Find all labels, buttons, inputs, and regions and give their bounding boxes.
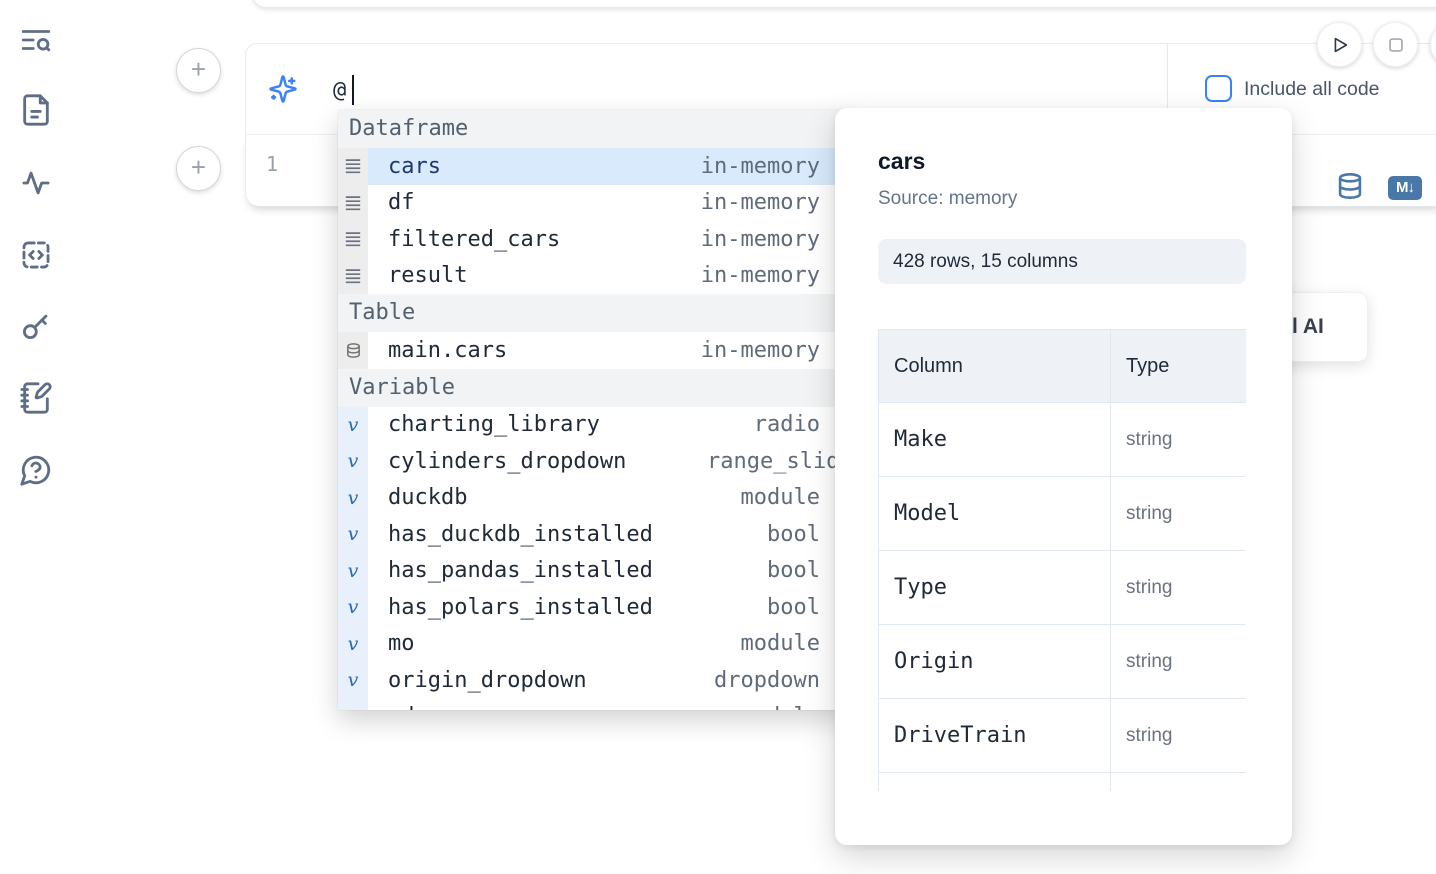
sparkles-icon	[268, 74, 298, 104]
schema-header-row: Column Type	[879, 330, 1247, 403]
variable-icon: v	[338, 589, 368, 626]
schema-row-partial	[879, 773, 1247, 792]
markdown-icon[interactable]: M↓	[1388, 176, 1422, 200]
schema-row: Type string	[879, 551, 1247, 625]
autocomplete-item-duckdb[interactable]: v duckdbmodule	[338, 480, 850, 517]
add-cell-button-top[interactable]: +	[176, 48, 221, 93]
variable-icon: v	[338, 699, 368, 711]
activity-icon[interactable]	[19, 166, 53, 200]
code-line-number: 1	[258, 152, 286, 176]
tooltip-shape-badge: 428 rows, 15 columns	[878, 239, 1246, 284]
run-button[interactable]	[1317, 22, 1362, 67]
include-all-code-label: Include all code	[1244, 78, 1380, 101]
schema-row: Make string	[879, 403, 1247, 477]
schema-header-type: Type	[1111, 330, 1247, 403]
variable-icon: v	[338, 626, 368, 663]
autocomplete-section-header: Variable	[338, 369, 850, 407]
add-cell-button-bottom[interactable]: +	[176, 146, 221, 191]
toc-search-icon[interactable]	[19, 23, 53, 57]
autocomplete-item-pd-partial[interactable]: v pdmodule	[338, 699, 850, 711]
database-icon	[338, 332, 368, 369]
tooltip-title: cars	[878, 148, 1249, 175]
variable-icon: v	[338, 407, 368, 444]
include-all-code-checkbox[interactable]	[1205, 75, 1232, 102]
rows-icon	[338, 221, 368, 258]
schema-header-column: Column	[879, 330, 1111, 403]
text-caret	[352, 75, 354, 105]
schema-table: Column Type Make string Model string Typ…	[878, 329, 1246, 791]
variable-icon: v	[338, 443, 368, 480]
rows-icon	[338, 185, 368, 222]
key-icon[interactable]	[19, 309, 53, 343]
datasource-tooltip: cars Source: memory 428 rows, 15 columns…	[835, 108, 1292, 845]
variable-icon: v	[338, 516, 368, 553]
file-icon[interactable]	[19, 93, 53, 127]
autocomplete-item-df[interactable]: dfin-memory	[338, 185, 850, 222]
schema-row: Origin string	[879, 625, 1247, 699]
stop-icon	[1385, 34, 1407, 56]
autocomplete-item-has-pandas-installed[interactable]: v has_pandas_installedbool	[338, 553, 850, 590]
variable-icon: v	[338, 553, 368, 590]
autocomplete-section-header: Table	[338, 294, 850, 332]
ai-prompt-input[interactable]: @	[333, 78, 346, 103]
autocomplete-item-cars[interactable]: carsin-memory	[338, 148, 850, 185]
play-icon	[1329, 34, 1351, 56]
autocomplete-item-main-cars[interactable]: main.carsin-memory	[338, 332, 850, 369]
rows-icon	[338, 148, 368, 185]
autocomplete-section-header: Dataframe	[338, 110, 850, 148]
variable-icon: v	[338, 662, 368, 699]
autocomplete-dropdown: Dataframe carsin-memory dfin-memory filt…	[338, 110, 850, 710]
scratchpad-icon[interactable]	[19, 381, 53, 415]
tooltip-source: Source: memory	[878, 188, 1249, 210]
autocomplete-item-filtered-cars[interactable]: filtered_carsin-memory	[338, 221, 850, 258]
code-snippet-icon[interactable]	[19, 238, 53, 272]
stop-button[interactable]	[1373, 22, 1418, 67]
autocomplete-item-charting-library[interactable]: v charting_libraryradio	[338, 407, 850, 444]
help-icon[interactable]	[19, 453, 53, 487]
previous-cell-bottom	[252, 0, 1436, 8]
schema-row: DriveTrain string	[879, 699, 1247, 773]
variable-icon: v	[338, 480, 368, 517]
sql-database-icon[interactable]	[1336, 171, 1364, 206]
rows-icon	[338, 258, 368, 295]
autocomplete-item-cylinders-dropdown[interactable]: v cylinders_dropdownrange_slider	[338, 443, 850, 480]
autocomplete-item-has-polars-installed[interactable]: v has_polars_installedbool	[338, 589, 850, 626]
sidebar	[0, 0, 72, 874]
autocomplete-item-has-duckdb-installed[interactable]: v has_duckdb_installedbool	[338, 516, 850, 553]
autocomplete-item-mo[interactable]: v momodule	[338, 626, 850, 663]
schema-table-wrap: Column Type Make string Model string Typ…	[878, 329, 1246, 791]
schema-row: Model string	[879, 477, 1247, 551]
autocomplete-item-origin-dropdown[interactable]: v origin_dropdowndropdown	[338, 662, 850, 699]
autocomplete-item-result[interactable]: resultin-memory	[338, 258, 850, 295]
